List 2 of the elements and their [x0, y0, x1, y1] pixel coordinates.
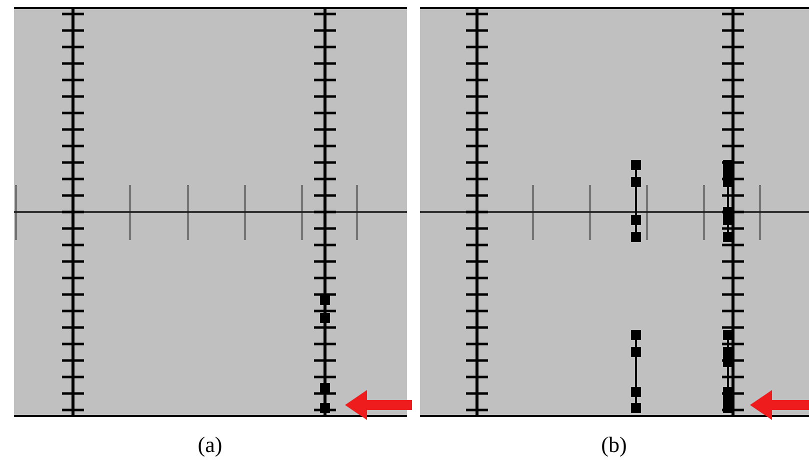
panel-label: (a) — [198, 432, 222, 458]
panel-label: (b) — [601, 432, 627, 458]
